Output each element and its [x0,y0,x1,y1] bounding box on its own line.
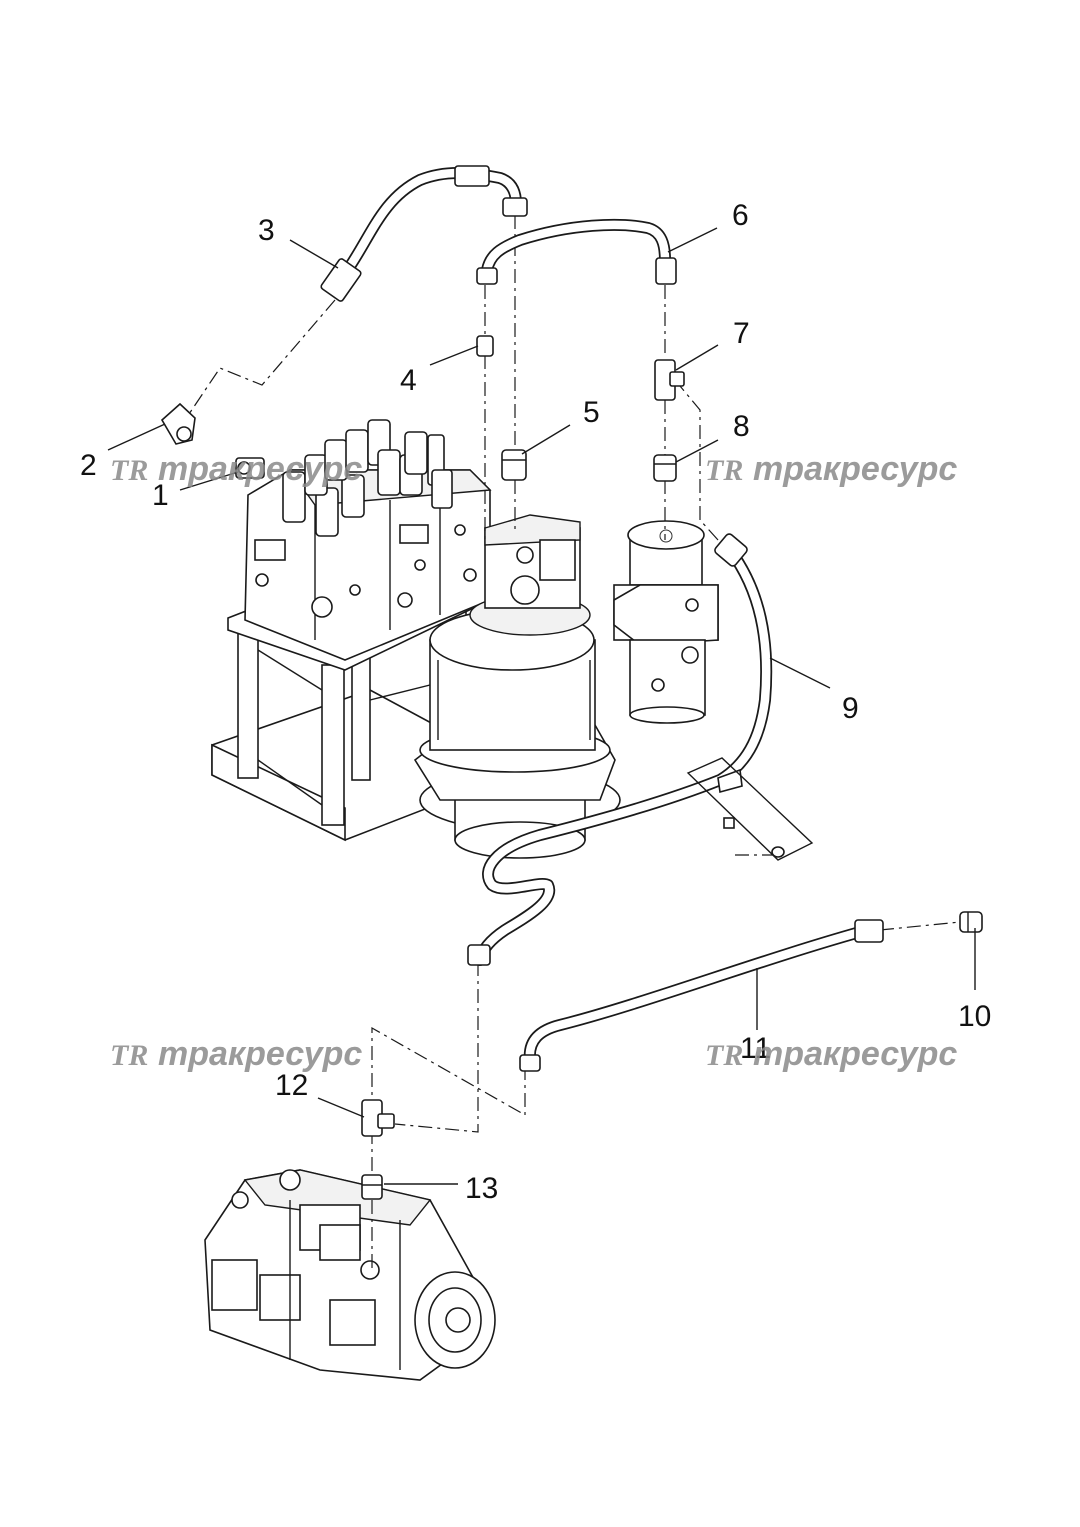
callout-6: 6 [732,199,749,232]
hose-11 [519,919,884,1072]
callout-3: 3 [258,214,275,247]
main-pump-assembly [204,1169,496,1381]
swing-motor-assembly [413,514,621,859]
watermark-text: тракресурс [158,1035,362,1073]
callout-12: 12 [275,1069,308,1102]
watermark-text: тракресурс [753,450,957,488]
fitting-4 [476,335,494,357]
clamp-bracket [686,757,814,861]
callout-4: 4 [400,364,417,397]
hose-3 [320,165,528,302]
callout-5: 5 [583,396,600,429]
watermark-bottom-right: TR тракресурс [705,1035,957,1073]
hose-9 [467,533,773,966]
callout-8: 8 [733,410,750,443]
assembly-center-lines [184,215,961,1270]
callout-9: 9 [842,692,859,725]
fitting-8 [653,454,677,482]
fitting-2 [160,402,196,445]
callout-2: 2 [80,449,97,482]
fitting-1 [235,457,265,479]
watermark-top-right: TR тракресурс [705,450,957,488]
callout-13: 13 [465,1172,498,1205]
watermark-text: тракресурс [158,450,362,488]
watermark-logo: TR [110,1039,148,1072]
watermark-logo: TR [705,454,743,487]
fitting-12 [361,1099,395,1137]
fitting-13 [361,1174,383,1200]
watermark-top-left: TR тракресурс [110,450,362,488]
swivel-joint-assembly [613,520,719,724]
callout-1: 1 [152,479,169,512]
fitting-10 [959,911,983,933]
callout-10: 10 [958,1000,991,1033]
watermark-bottom-left: TR тракресурс [110,1035,362,1073]
watermark-logo: TR [110,454,148,487]
fitting-5 [501,449,527,481]
watermark-text: тракресурс [753,1035,957,1073]
leader-lines [107,227,976,1185]
hose-6 [476,218,677,285]
callout-11: 11 [740,1032,771,1065]
callout-labels: 1 2 3 4 5 6 7 8 9 10 11 12 13 [80,199,991,1205]
fitting-7 [654,359,685,401]
callout-7: 7 [733,317,750,350]
watermark-logo: TR [705,1039,743,1072]
